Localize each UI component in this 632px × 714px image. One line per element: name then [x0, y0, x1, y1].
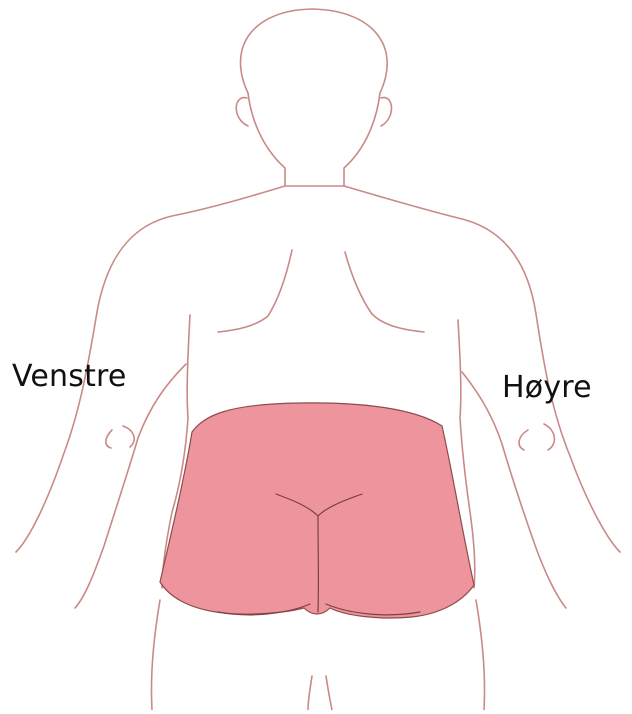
left-shoulder-blade — [218, 250, 292, 332]
left-leg-outer — [151, 600, 160, 710]
head-outline — [241, 9, 388, 186]
right-shoulder-blade — [345, 252, 424, 332]
right-side-label: Høyre — [502, 370, 592, 405]
right-elbow-mark — [519, 430, 528, 450]
right-elbow-mark-2 — [544, 424, 554, 450]
right-inner-arm — [462, 372, 566, 608]
right-leg-outer — [476, 600, 485, 710]
left-elbow-mark — [106, 430, 112, 448]
right-ear-outline — [381, 98, 392, 126]
left-ear-outline — [236, 98, 248, 126]
left-elbow-mark-2 — [123, 426, 134, 447]
left-side-label: Venstre — [12, 359, 127, 394]
left-leg-inner — [308, 676, 312, 710]
right-leg-inner — [326, 676, 332, 710]
lower-back-highlight — [160, 403, 474, 618]
